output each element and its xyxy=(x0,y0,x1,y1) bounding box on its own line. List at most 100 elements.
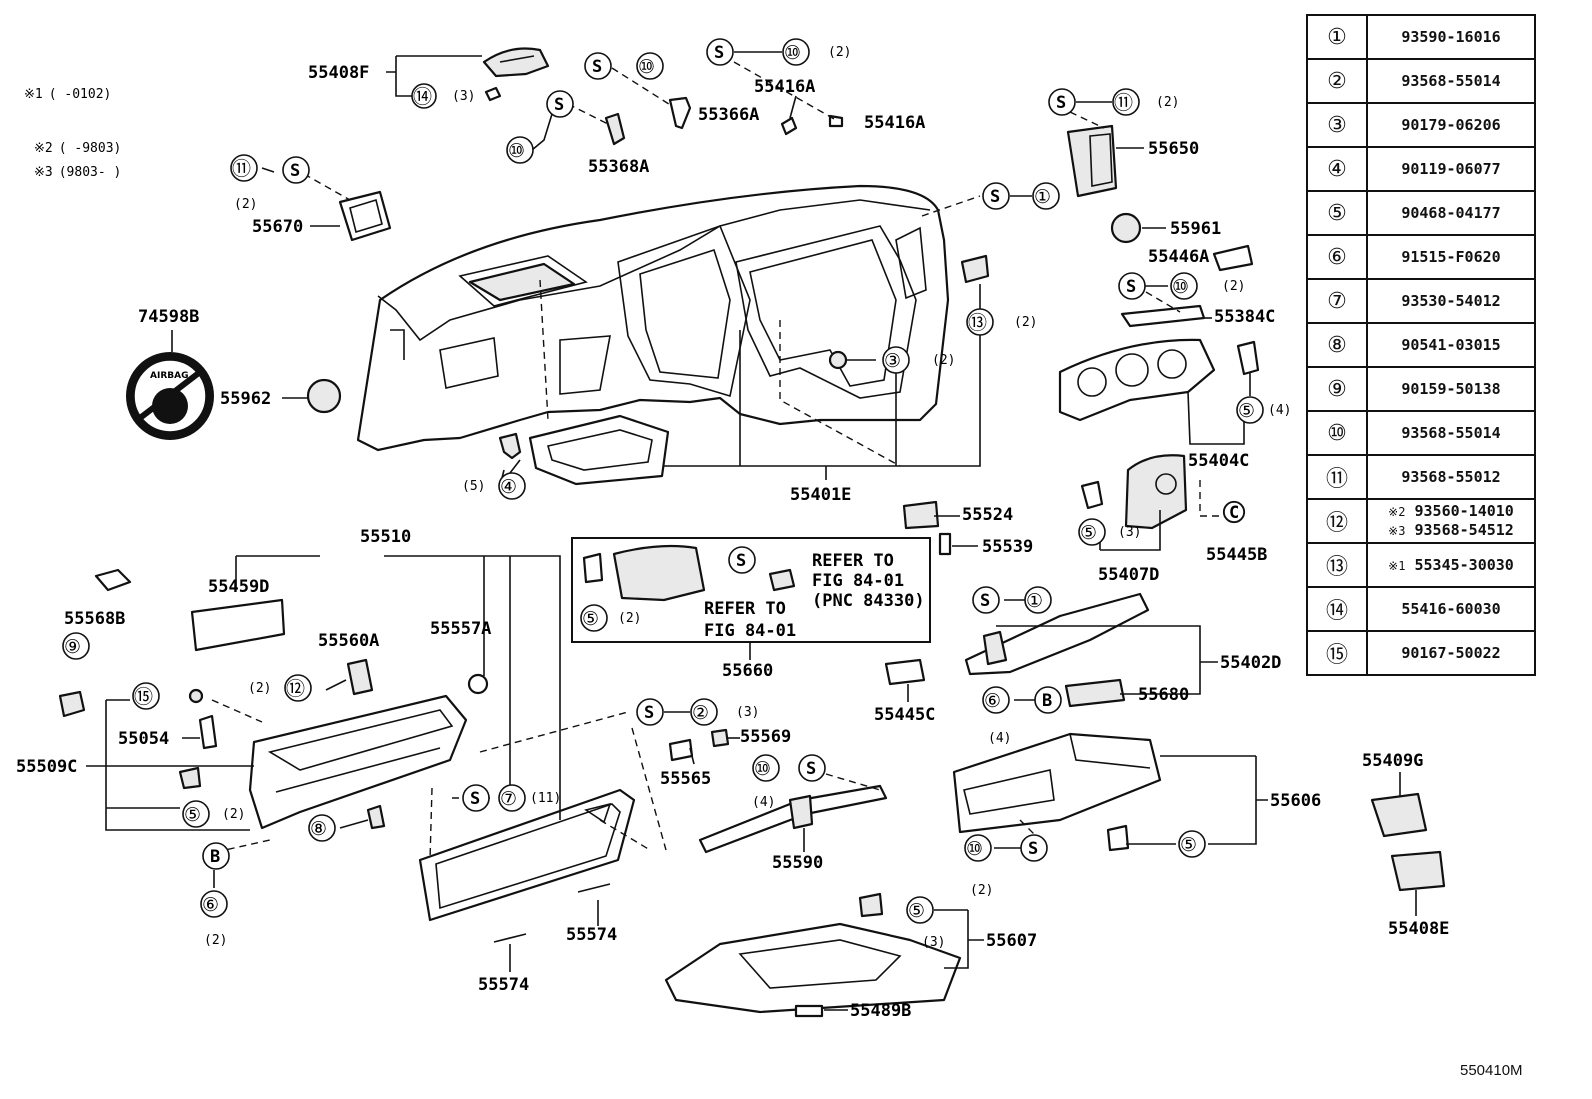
callout-5-f-label: ⑤ xyxy=(908,900,925,922)
table-key: ⑭ xyxy=(1306,586,1368,632)
cluster-finish-55407d xyxy=(1124,454,1188,530)
callout-s-d-label: S xyxy=(290,161,300,181)
qty-10-d: (2) xyxy=(1222,279,1245,294)
callout-s-g xyxy=(1118,272,1146,300)
qty-5-c: (2) xyxy=(618,611,641,626)
part-number-labels: 55408F 55416A 55366A 55416A 55368A 55650… xyxy=(16,63,1449,1021)
callout-6-b xyxy=(200,890,228,918)
part-55408f xyxy=(482,47,550,78)
note-1: ※1( -0102) xyxy=(24,87,111,102)
part-55524 xyxy=(902,500,940,530)
callout-10-c xyxy=(782,38,810,66)
callout-11-a-label: ⑪ xyxy=(232,158,251,180)
part-55416a-clip xyxy=(780,116,798,136)
airbag-label-74598b: AIRBAG xyxy=(126,352,214,440)
tray-55401e xyxy=(528,414,670,486)
callout-s-k xyxy=(798,754,826,782)
refer-line-2: FIG 84-01 xyxy=(812,571,904,591)
table-value: 93568-55012 xyxy=(1366,454,1536,500)
refer-line-5: FIG 84-01 xyxy=(704,621,796,641)
callout-s-h-label: S xyxy=(736,551,746,571)
clip-5-b xyxy=(1080,480,1104,510)
diagram-id: 550410M xyxy=(1460,1062,1523,1079)
callout-4 xyxy=(498,472,526,500)
table-key: ⑮ xyxy=(1306,630,1368,676)
part-55680 xyxy=(1064,678,1126,708)
label-55445b: 55445B xyxy=(1206,545,1267,565)
callout-b-b xyxy=(202,842,230,870)
table-value: 90159-50138 xyxy=(1366,366,1536,412)
table-key: ⑧ xyxy=(1306,322,1368,368)
qty-10-f: (2) xyxy=(970,883,993,898)
callout-14-label: ⑭ xyxy=(413,86,432,108)
label-55670: 55670 xyxy=(252,217,303,237)
callout-5-e-label: ⑤ xyxy=(1180,834,1197,856)
label-55416a-2: 55416A xyxy=(864,113,925,133)
callout-8 xyxy=(308,814,336,842)
pin-55574-b xyxy=(493,933,527,943)
label-55539: 55539 xyxy=(982,537,1033,557)
callout-7-label: ⑦ xyxy=(500,788,517,810)
table-key: ① xyxy=(1306,14,1368,60)
callout-11-b-label: ⑪ xyxy=(1114,92,1133,114)
callout-3 xyxy=(882,346,910,374)
callout-10-f xyxy=(964,834,992,862)
callout-10-c-label: ⑩ xyxy=(784,42,801,64)
callout-2 xyxy=(690,698,718,726)
clip-5-c xyxy=(178,766,202,790)
label-55366a: 55366A xyxy=(698,105,759,125)
clip-5-a xyxy=(1236,340,1260,376)
console-55607 xyxy=(664,922,962,1014)
label-55509c: 55509C xyxy=(16,757,77,777)
callout-c-label: C xyxy=(1229,503,1239,523)
bracket-55590 xyxy=(698,784,888,854)
screw-4 xyxy=(498,432,522,460)
callout-s-f xyxy=(982,182,1010,210)
callout-13-label: ⑬ xyxy=(968,312,987,334)
part-55569 xyxy=(710,728,730,748)
meter-hood-55404c xyxy=(1058,338,1216,422)
qty-10-c: (2) xyxy=(828,45,851,60)
part-55054 xyxy=(198,714,218,750)
table-value: 55416-60030 xyxy=(1366,586,1536,632)
callout-10-b-label: ⑩ xyxy=(508,140,525,162)
label-55574-2: 55574 xyxy=(478,975,529,995)
table-value: 93590-16016 xyxy=(1366,14,1536,60)
table-key: ⑪ xyxy=(1306,454,1368,500)
part-55560a xyxy=(346,658,374,696)
part-55368a xyxy=(604,112,626,146)
callout-s-a xyxy=(584,52,612,80)
table-key: ⑨ xyxy=(1306,366,1368,412)
part-55409g xyxy=(1370,792,1428,838)
callout-5-c-label: ⑤ xyxy=(582,608,599,630)
callout-10-d-label: ⑩ xyxy=(1172,276,1189,298)
part-55459d xyxy=(190,598,286,652)
qty-6-a: (4) xyxy=(988,731,1011,746)
callout-5-b-label: ⑤ xyxy=(1080,522,1097,544)
table-value: 55345-30030 xyxy=(1414,555,1514,574)
table-value: 93530-54012 xyxy=(1366,278,1536,324)
table-key: ⑬ xyxy=(1306,542,1368,588)
callout-15-label: ⑮ xyxy=(134,686,153,708)
label-55445c: 55445C xyxy=(874,705,935,725)
qty-3: (2) xyxy=(932,353,955,368)
table-key: ⑩ xyxy=(1306,410,1368,456)
part-55650 xyxy=(1066,124,1118,198)
part-55565 xyxy=(668,738,694,762)
part-55670 xyxy=(338,190,392,242)
glove-box-frame-55509c xyxy=(248,694,468,830)
part-55489b xyxy=(794,1004,824,1018)
table-value: 90468-04177 xyxy=(1366,190,1536,236)
qty-5-d: (2) xyxy=(222,807,245,822)
callout-s-e-label: S xyxy=(1056,93,1066,113)
callout-7 xyxy=(498,784,526,812)
table-value: 93568-55014 xyxy=(1366,58,1536,104)
qty-2: (3) xyxy=(736,705,759,720)
qty-13: (2) xyxy=(1014,315,1037,330)
callout-10-f-label: ⑩ xyxy=(966,838,983,860)
